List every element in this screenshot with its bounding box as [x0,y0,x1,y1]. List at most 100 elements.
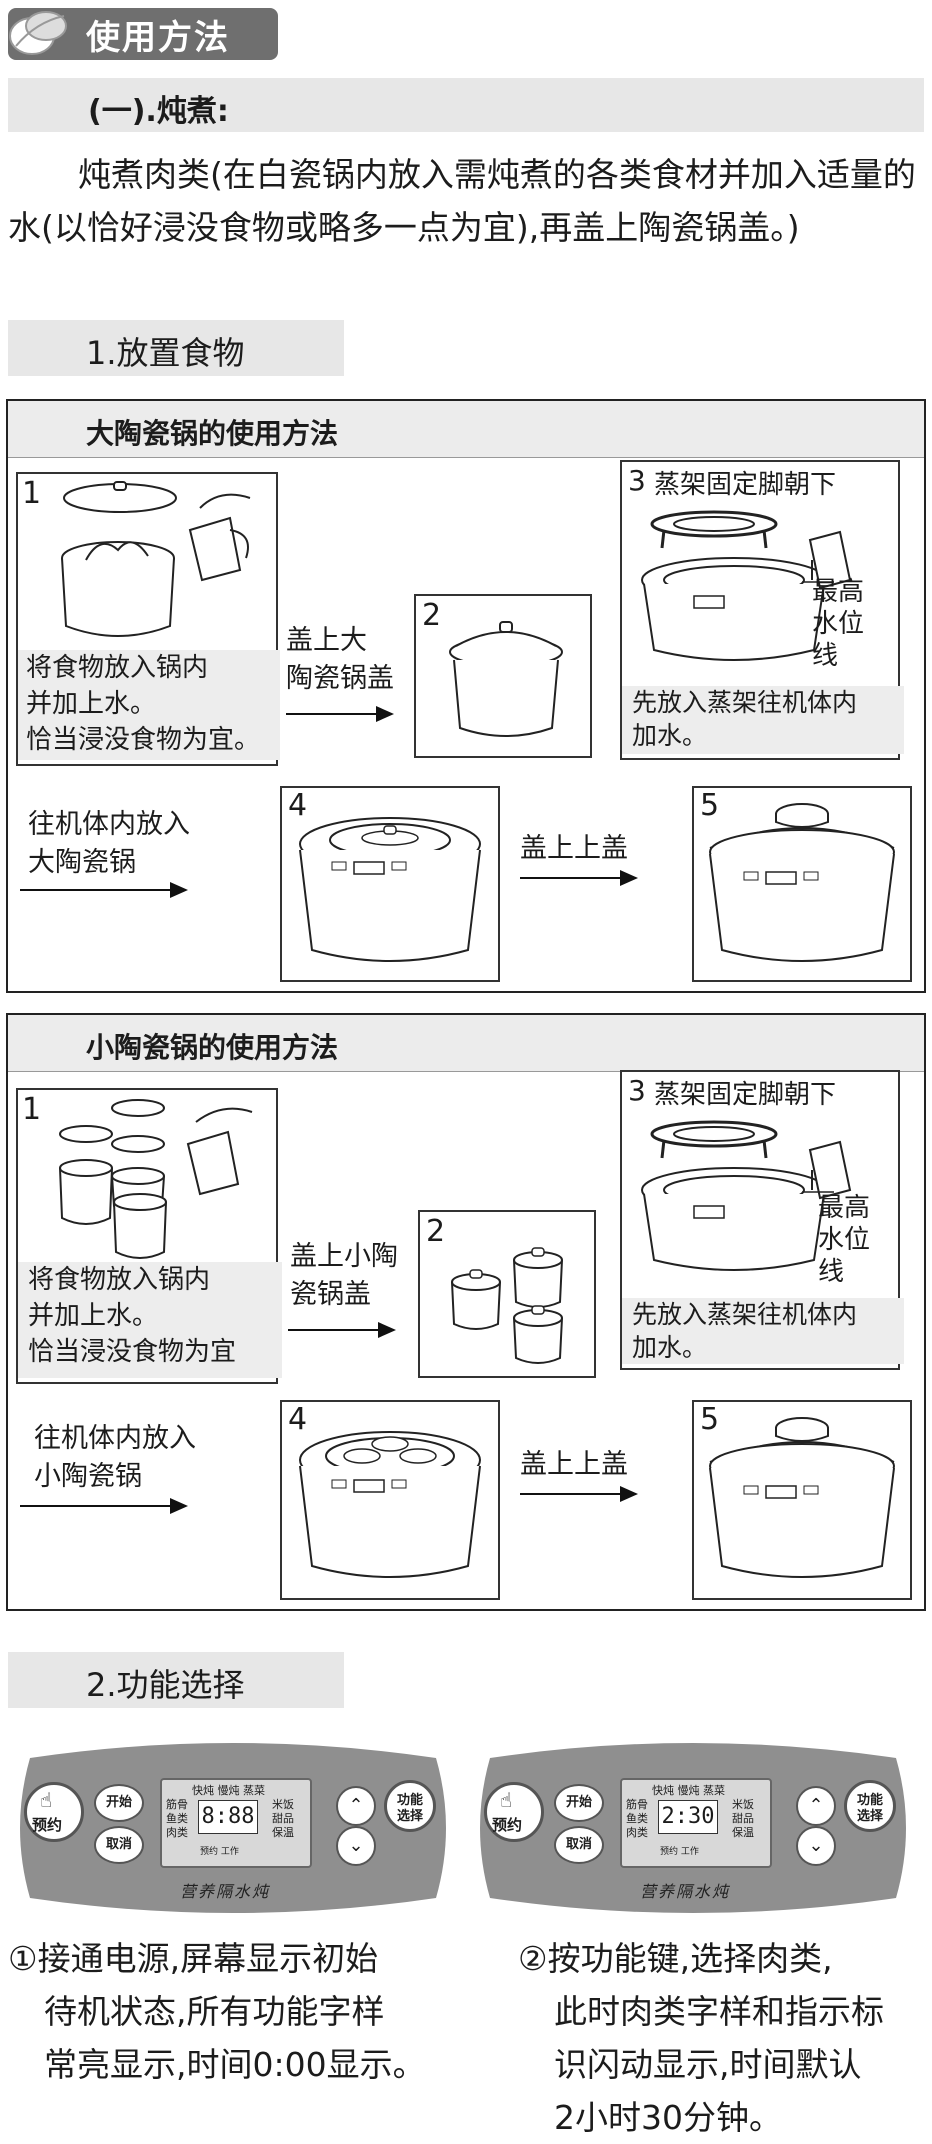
large-step4-number: 4 [288,788,308,823]
menu-item: 米饭 [272,1798,294,1811]
menu-right-col: 米饭 甜品 保温 [732,1798,754,1840]
menu-item: 米饭 [732,1798,754,1811]
menu-item: 慢炖 [217,1784,240,1797]
step1-band [8,320,344,376]
small-step3-number: 3 [628,1074,646,1107]
large-panel-title: 大陶瓷锅的使用方法 [86,417,339,450]
cancel-button[interactable]: 取消 [554,1826,604,1864]
menu-item: 肉类 [166,1826,188,1839]
brand-label: 营养隔水炖 [180,1882,271,1901]
hand-icon: ☝ [40,1788,53,1812]
up-button[interactable]: ⌃ [796,1786,836,1826]
time-display: 2:30 [658,1800,718,1834]
menu-top-row: 快炖 慢炖 蒸菜 [192,1782,265,1798]
caption-line: 先放入蒸架往机体内 [632,1300,858,1329]
menu-item: 保温 [272,1826,294,1839]
status-item: 工作 [220,1847,239,1857]
right-arrow-icon [20,1498,188,1514]
small-arrow1-label: 盖上小陶 瓷锅盖 [290,1238,398,1314]
page-title: 使用方法 [86,18,230,58]
machine-with-lid-icon [709,1417,895,1578]
label-line: 最高 [812,577,865,607]
small-arrow3-label: 盖上上盖 [520,1449,628,1480]
menu-right-col: 米饭 甜品 保温 [272,1798,294,1840]
menu-left-col: 筋骨 鱼类 肉类 [166,1798,188,1840]
caption-line: 并加上水。 [28,1301,159,1331]
small-pots-icon [59,1099,253,1259]
reserve-button[interactable] [24,1782,84,1842]
machine-with-large-pot-icon [299,817,481,962]
large-arrow1-label: 盖上大 陶瓷锅盖 [286,622,394,698]
label-line: 盖上大 [286,625,367,656]
caption-line: 常亮显示,时间0:00显示。 [44,2045,426,2084]
step1-heading: 1.放置食物 [86,334,245,372]
large-panel-header [8,401,924,458]
up-button[interactable]: ⌃ [336,1786,376,1826]
control-panel-1: 预约 ☝ 开始 取消 快炖 慢炖 蒸菜 筋骨 鱼类 肉类 8:88 米饭 甜品 … [10,1738,456,1918]
right-arrow-icon [288,1322,396,1338]
panel1-caption: ①接通电源,屏幕显示初始 待机状态,所有功能字样 常亮显示,时间0:00显示。 [8,1932,460,2091]
reserve-button[interactable] [484,1782,544,1842]
down-button[interactable]: ⌄ [336,1826,376,1866]
small-step1-caption: 将食物放入锅内 并加上水。 恰当浸没食物为宜 [18,1262,282,1378]
small-arrow2-label: 往机体内放入 小陶瓷锅 [34,1420,196,1496]
panel2-caption: ②按功能键,选择肉类, 此时肉类字样和指示标 识闪动显示,时间默认 2小时30分… [518,1932,930,2144]
caption-line: 将食物放入锅内 [28,1265,211,1295]
label-line: 大陶瓷锅 [28,847,136,878]
small-step2-box [418,1210,596,1378]
large-step3-title: 蒸架固定脚朝下 [654,470,837,500]
caption-line: 将食物放入锅内 [26,653,209,683]
pot-with-food-icon [61,481,251,637]
label-line: 水位 [818,1225,871,1255]
menu-item: 甜品 [732,1812,754,1825]
large-arrow3-label: 盖上上盖 [520,833,628,864]
down-button[interactable]: ⌄ [796,1826,836,1866]
caption-line: 并加上水。 [26,689,157,719]
small-step5-number: 5 [700,1402,720,1437]
time-display: 8:88 [198,1800,258,1834]
small-panel-title: 小陶瓷锅的使用方法 [86,1031,339,1064]
small-step3-title: 蒸架固定脚朝下 [654,1080,837,1110]
leaf-logo-icon [9,11,67,55]
caption-line: 加水。 [632,1333,708,1362]
cancel-button[interactable]: 取消 [94,1826,144,1864]
steam-rack-machine-icon [641,510,852,661]
small-step4-number: 4 [288,1402,308,1437]
status-row: 预约 工作 [200,1844,239,1857]
label-line: 最高 [818,1193,871,1223]
right-arrow-icon [20,882,188,898]
small-step1-number: 1 [22,1092,42,1127]
reserve-button-label: 预约 [492,1816,523,1834]
covered-pot-icon [449,621,563,737]
reserve-button-label: 预约 [32,1816,63,1834]
machine-with-lid-icon [709,803,895,962]
intro-paragraph: 炖煮肉类(在白瓷锅内放入需炖煮的各类食材并加入适量的水(以恰好浸没食物或略多一点… [8,148,928,254]
menu-item: 鱼类 [166,1812,188,1825]
small-water-line-label: 最高 水位 线 [818,1192,870,1288]
small-panel-header [8,1015,924,1072]
large-step1-caption: 将食物放入锅内 并加上水。 恰当浸没食物为宜。 [18,650,280,760]
intro-text: 炖煮肉类(在白瓷锅内放入需炖煮的各类食材并加入适量的水(以恰好浸没食物或略多一点… [8,155,916,247]
start-button[interactable]: 开始 [94,1784,144,1822]
function-select-button[interactable]: 功能 选择 [844,1780,896,1832]
label-line: 水位 [812,609,865,639]
caption-line: ①接通电源,屏幕显示初始 [8,1939,379,1978]
func-label: 功能 [856,1793,883,1808]
menu-item: 保温 [732,1826,754,1839]
status-item: 工作 [680,1847,699,1857]
menu-item: 快炖 [652,1784,674,1797]
start-button[interactable]: 开始 [554,1784,604,1822]
label-line: 往机体内放入 [28,809,190,840]
steam-rack-machine-icon [641,1120,852,1271]
menu-left-col: 筋骨 鱼类 肉类 [626,1798,648,1840]
menu-item: 肉类 [626,1826,648,1839]
caption-line: 此时肉类字样和指示标 [554,1992,884,2031]
caption-line: ②按功能键,选择肉类, [518,1939,833,1978]
status-row: 预约 工作 [660,1844,699,1857]
large-step1-number: 1 [22,476,42,511]
menu-item: 蒸菜 [243,1784,265,1797]
status-item: 预约 [200,1847,219,1857]
large-water-line-label: 最高 水位 线 [812,576,864,672]
function-select-button[interactable]: 功能 选择 [384,1780,436,1832]
caption-line: 识闪动显示,时间默认 [554,2045,862,2084]
